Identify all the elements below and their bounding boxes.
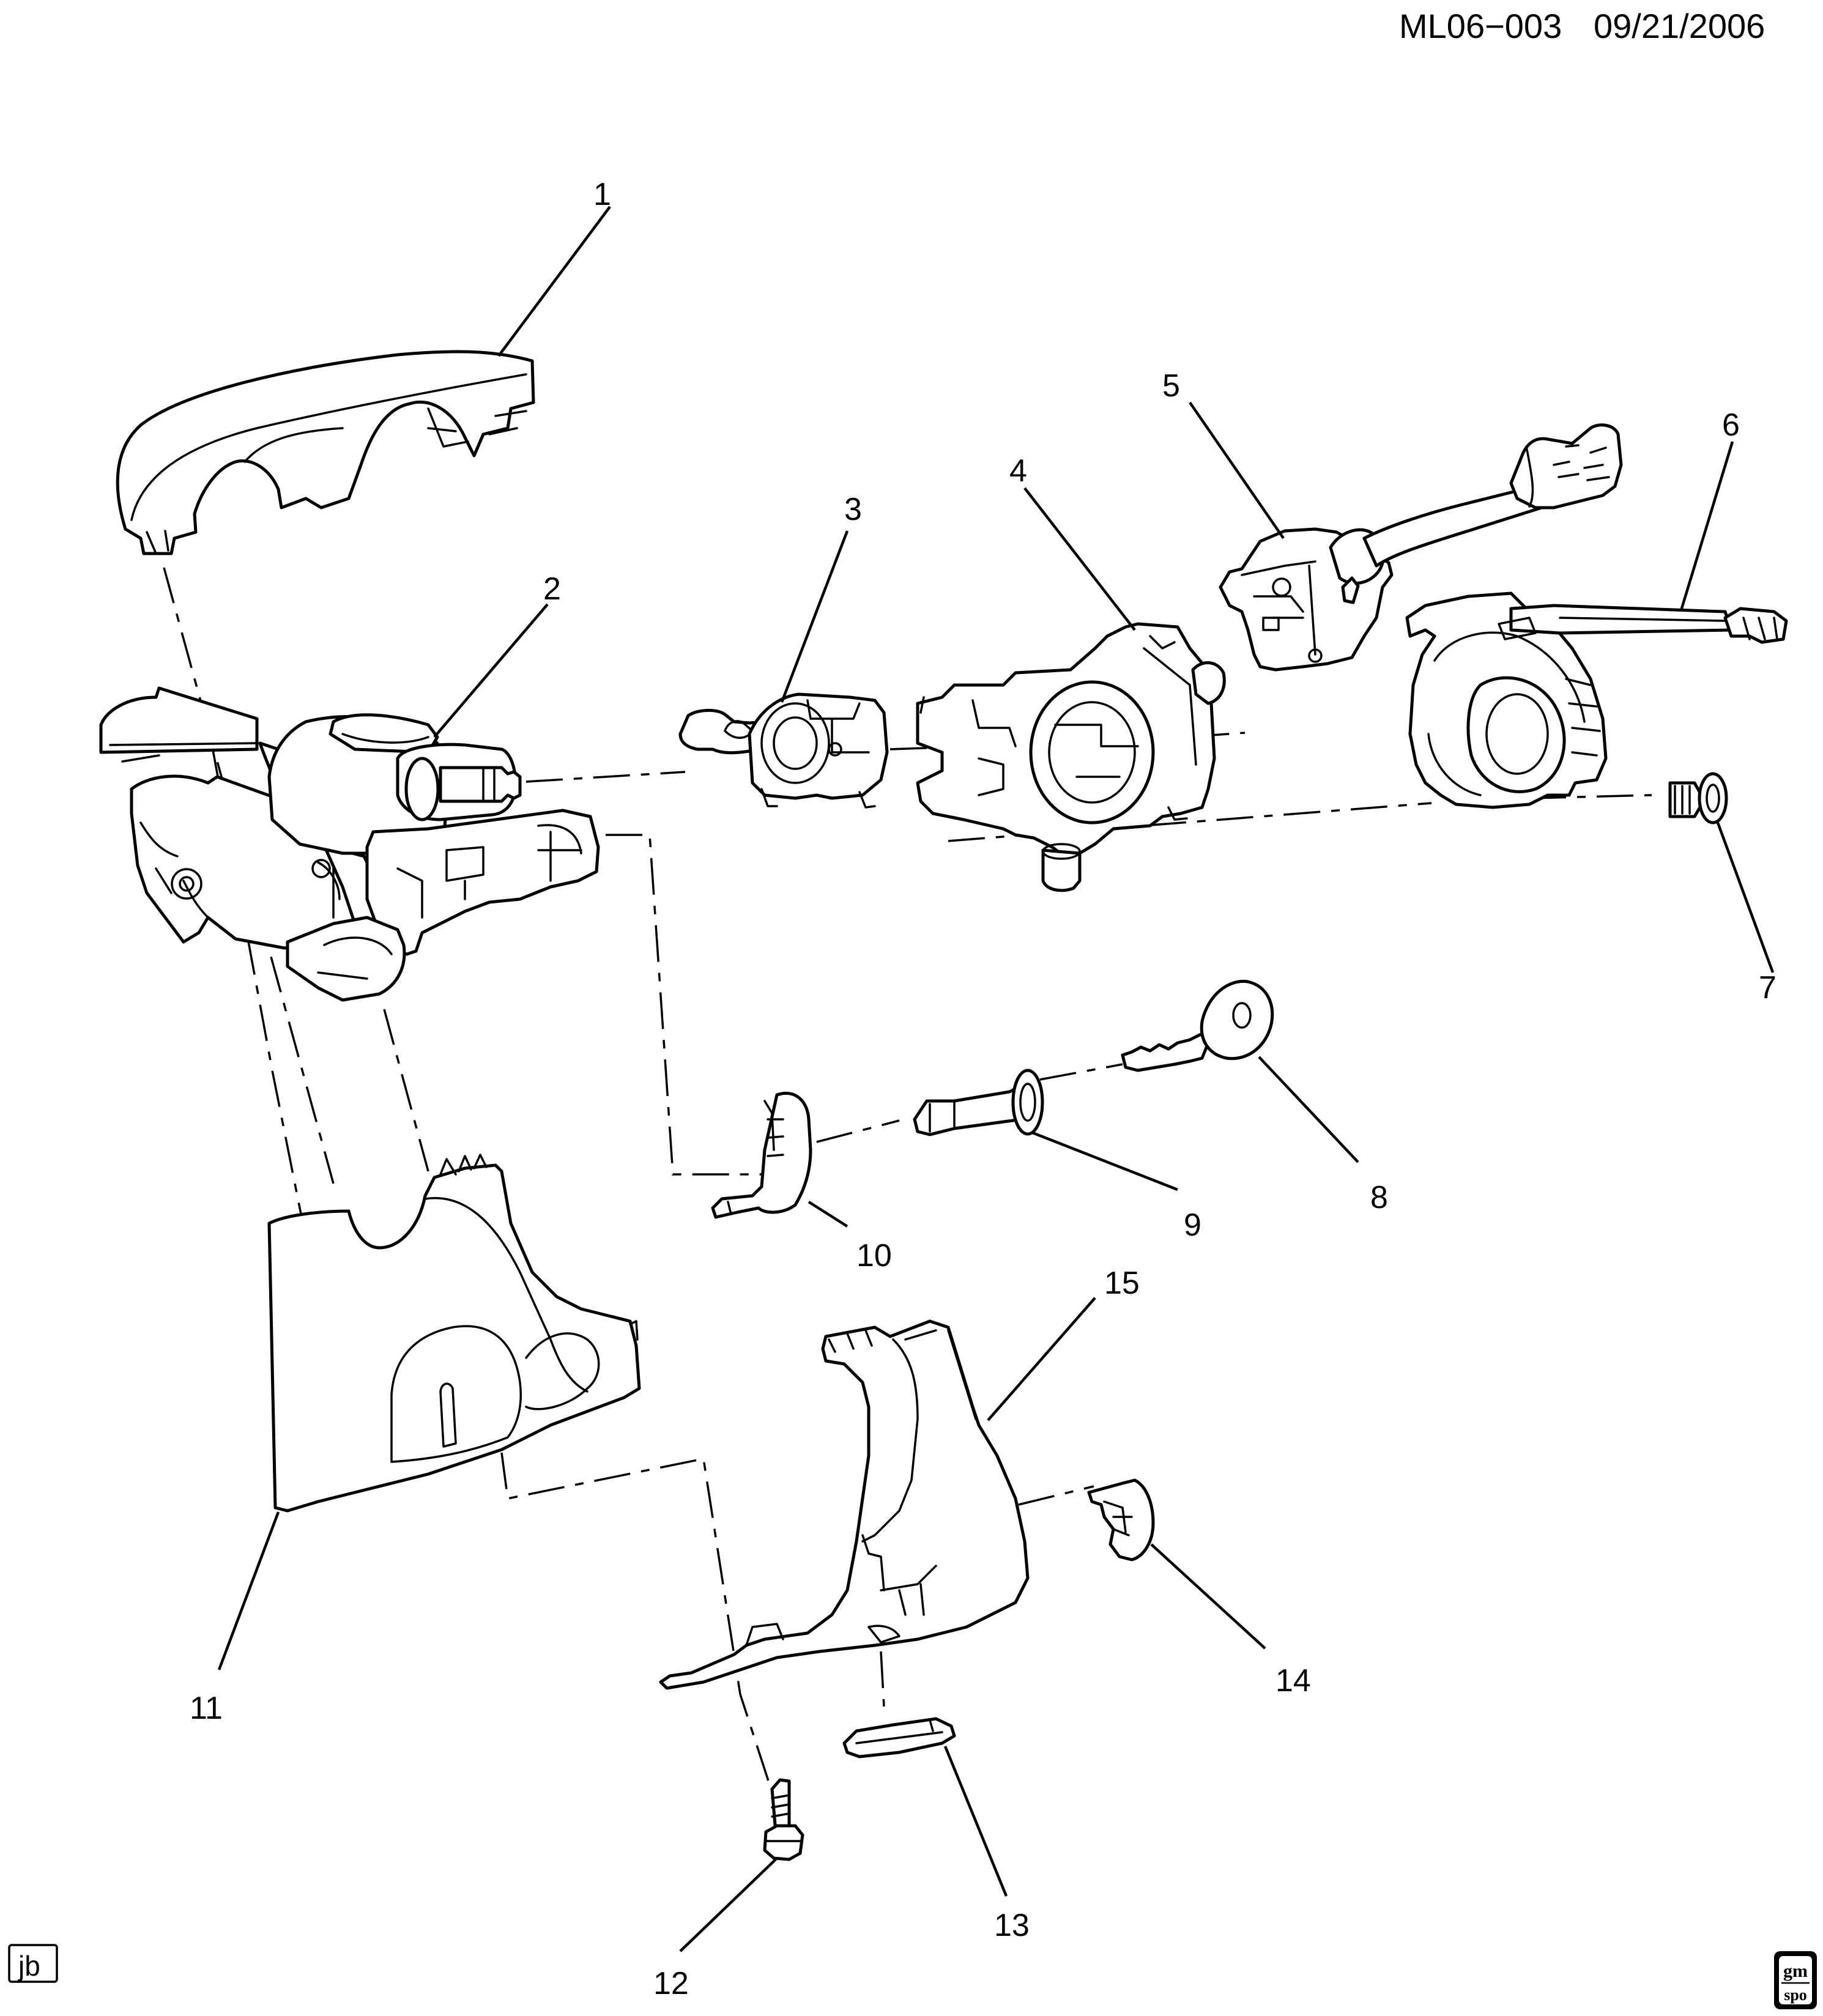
callout-10: 10 — [856, 1238, 892, 1273]
corner-tag-text: jb — [17, 1950, 40, 1982]
diagram-code: ML06−003 — [1399, 7, 1562, 45]
callout-5: 5 — [1162, 368, 1180, 404]
part-15-lower-cover-right — [659, 1319, 1030, 1690]
part-3-lighting-switch — [678, 692, 889, 809]
part-2-steering-column — [99, 686, 600, 1002]
part-14-clip — [1087, 1478, 1155, 1562]
part-6-coil-clockspring — [1405, 591, 1788, 809]
part-1-upper-cover — [116, 350, 535, 555]
callout-9: 9 — [1184, 1207, 1201, 1243]
part-12-bolt — [763, 1778, 804, 1861]
callout-13: 13 — [994, 1908, 1030, 1943]
diagram-date: 09/21/2006 — [1594, 7, 1765, 45]
part-5-wiper-switch — [1219, 423, 1623, 672]
callout-4: 4 — [1009, 453, 1027, 489]
callout-6: 6 — [1722, 407, 1740, 443]
part-8-key — [1121, 979, 1274, 1072]
logo-line2: spo — [1784, 1986, 1807, 2004]
callout-15: 15 — [1104, 1266, 1140, 1301]
callout-2: 2 — [543, 571, 561, 607]
callout-7: 7 — [1759, 970, 1777, 1006]
callout-12: 12 — [653, 1966, 689, 2001]
gm-spo-logo: gm spo — [1774, 1951, 1817, 2009]
logo-line1: gm — [1783, 1961, 1808, 1981]
callout-11: 11 — [190, 1691, 223, 1726]
callout-1: 1 — [593, 177, 611, 212]
part-4-switch-housing — [916, 622, 1226, 892]
callout-3: 3 — [844, 492, 862, 527]
callout-8: 8 — [1370, 1180, 1388, 1215]
part-13-plug — [842, 1717, 956, 1758]
part-7-screw — [1668, 772, 1728, 825]
part-9-lock-cylinder — [913, 1069, 1044, 1136]
corner-tag: jb — [8, 1944, 58, 1983]
leader-lines — [217, 206, 1775, 1952]
part-10-bezel — [711, 1091, 812, 1219]
part-11-lower-cover-left — [267, 1154, 641, 1513]
callout-14: 14 — [1275, 1663, 1311, 1699]
